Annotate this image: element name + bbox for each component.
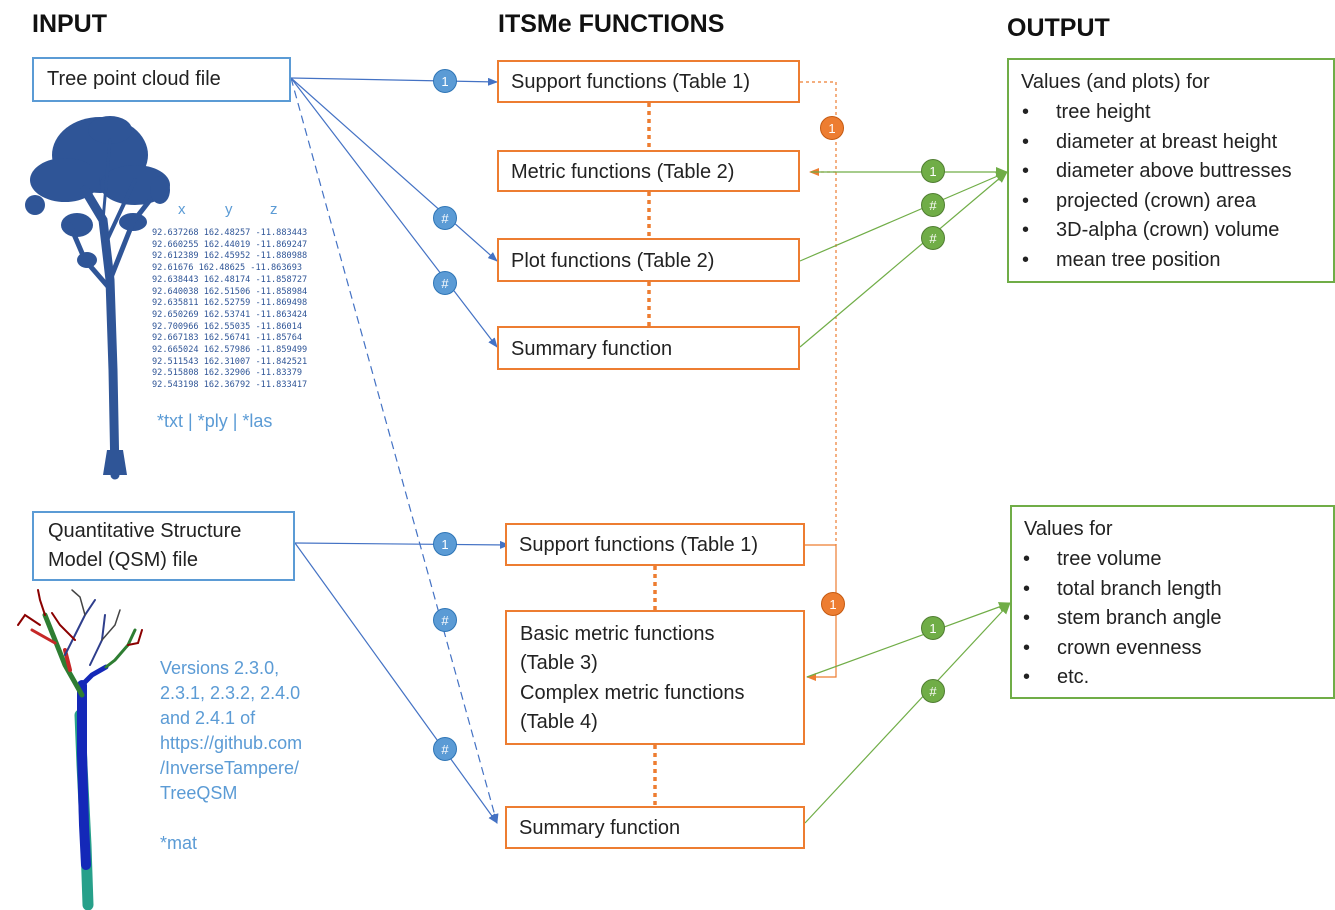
support-functions-box-top: Support functions (Table 1) xyxy=(497,60,800,103)
arrow-pc-summary xyxy=(290,77,498,348)
point-cloud-input-box: Tree point cloud file xyxy=(32,57,291,102)
qsm-input-box: Quantitative Structure Model (QSM) file xyxy=(32,511,295,581)
qsm-versions-line: https://github.com xyxy=(160,733,303,753)
output-item: mean tree position xyxy=(1018,246,1292,276)
coordinate-row: 92.665024 162.57986 -11.859499 xyxy=(152,345,308,356)
functions-header: ITSMe FUNCTIONS xyxy=(498,10,725,38)
basic-complex-metric-box: Basic metric functions (Table 3) Complex… xyxy=(505,610,805,745)
output-list: tree volume total branch length stem bra… xyxy=(1019,545,1222,693)
plot-functions-label: Plot functions (Table 2) xyxy=(511,250,715,272)
summary-function-box-bottom: Summary function xyxy=(505,806,805,849)
badge-one: 1 xyxy=(921,616,945,640)
badge-hash: # xyxy=(433,608,457,632)
point-cloud-formats: *txt | *ply | *las xyxy=(157,411,273,431)
coordinate-row: 92.638443 162.48174 -11.858727 xyxy=(152,274,308,285)
plot-functions-box: Plot functions (Table 2) xyxy=(497,238,800,282)
qsm-versions-line: and 2.4.1 of xyxy=(160,708,256,728)
output-title: Values (and plots) for xyxy=(1021,71,1210,93)
support-functions-label: Support functions (Table 1) xyxy=(519,534,759,556)
coordinate-row: 92.511543 162.31007 -11.842521 xyxy=(152,356,308,367)
qsm-versions-line: /InverseTampere/ xyxy=(160,758,300,778)
badge-one: 1 xyxy=(821,592,845,616)
arrow-pc-plot xyxy=(290,77,498,262)
basic-metric-label-line1: Basic metric functions xyxy=(520,623,715,645)
qsm-versions-line: TreeQSM xyxy=(160,783,238,803)
output-item: tree height xyxy=(1018,98,1292,128)
output-item: projected (crown) area xyxy=(1018,187,1292,217)
output-list: tree height diameter at breast height di… xyxy=(1018,98,1292,275)
input-header: INPUT xyxy=(32,10,107,38)
column-y-label: y xyxy=(225,201,233,218)
coordinate-row: 92.61676 162.48625 -11.863693 xyxy=(152,263,303,274)
column-x-label: x xyxy=(178,201,186,218)
coordinate-row: 92.667183 162.56741 -11.85764 xyxy=(152,333,303,344)
badge-one: 1 xyxy=(921,159,945,183)
basic-metric-label-line2: (Table 3) xyxy=(520,652,598,674)
qsm-input-label-line1: Quantitative Structure xyxy=(48,520,242,542)
point-cloud-input-label: Tree point cloud file xyxy=(47,68,221,90)
arrow-qsm-summary xyxy=(294,542,498,824)
badge-hash: # xyxy=(433,271,457,295)
badge-hash: # xyxy=(921,226,945,250)
output-item: 3D-alpha (crown) volume xyxy=(1018,216,1292,246)
output-item: total branch length xyxy=(1019,575,1222,605)
coordinate-row: 92.640038 162.51506 -11.858984 xyxy=(152,286,308,297)
coordinate-row: 92.635811 162.52759 -11.869498 xyxy=(152,298,308,309)
coordinate-row: 92.660255 162.44019 -11.869247 xyxy=(152,239,308,250)
coordinate-row: 92.515808 162.32906 -11.83379 xyxy=(152,368,303,379)
summary-function-label: Summary function xyxy=(519,817,681,839)
complex-metric-label-line2: (Table 4) xyxy=(520,711,598,733)
qsm-format: *mat xyxy=(160,833,198,853)
output-item: tree volume xyxy=(1019,545,1222,575)
badge-hash: # xyxy=(921,193,945,217)
qsm-versions-line xyxy=(160,806,302,831)
qsm-versions-text: Versions 2.3.0, 2.3.1, 2.3.2, 2.4.0 and … xyxy=(160,656,302,856)
badge-hash: # xyxy=(433,206,457,230)
metric-functions-label: Metric functions (Table 2) xyxy=(511,161,735,183)
output-item: etc. xyxy=(1019,663,1222,693)
output-item: stem branch angle xyxy=(1019,604,1222,634)
output-box-top: Values (and plots) for tree height diame… xyxy=(1007,58,1335,283)
coordinate-row: 92.650269 162.53741 -11.863424 xyxy=(152,309,308,320)
metric-functions-box: Metric functions (Table 2) xyxy=(497,150,800,192)
badge-one: 1 xyxy=(820,116,844,140)
output-box-bottom: Values for tree volume total branch leng… xyxy=(1010,505,1335,699)
arrow-pc-support xyxy=(290,77,498,86)
support-functions-label: Support functions (Table 1) xyxy=(511,71,751,93)
badge-one: 1 xyxy=(433,532,457,556)
summary-function-label: Summary function xyxy=(511,338,673,360)
coordinate-row: 92.637268 162.48257 -11.883443 xyxy=(152,228,308,238)
badge-one: 1 xyxy=(433,69,457,93)
qsm-input-label-line2: Model (QSM) file xyxy=(48,549,199,571)
output-header: OUTPUT xyxy=(1007,14,1110,42)
coordinate-row: 92.700966 162.55035 -11.86014 xyxy=(152,321,303,332)
arrow-qsm-support xyxy=(294,540,510,549)
point-cloud-tree-image xyxy=(25,116,170,480)
qsm-versions-line: 2.3.1, 2.3.2, 2.4.0 xyxy=(160,683,301,703)
column-z-label: z xyxy=(270,201,278,218)
output-item: diameter above buttresses xyxy=(1018,157,1292,187)
coordinate-row: 92.612389 162.45952 -11.880988 xyxy=(152,251,308,262)
summary-function-box-top: Summary function xyxy=(497,326,800,370)
output-item: crown evenness xyxy=(1019,634,1222,664)
output-item: diameter at breast height xyxy=(1018,128,1292,158)
coordinate-row: 92.543198 162.36792 -11.833417 xyxy=(152,380,308,391)
support-functions-box-bottom: Support functions (Table 1) xyxy=(505,523,805,566)
coordinate-sample: 92.637268 162.48257 -11.883443 92.660255… xyxy=(152,228,307,392)
qsm-tree-image xyxy=(17,589,143,910)
arrow-pc-qsm-summary xyxy=(290,77,499,824)
badge-hash: # xyxy=(433,737,457,761)
badge-hash: # xyxy=(921,679,945,703)
qsm-versions-line: Versions 2.3.0, xyxy=(160,658,280,678)
complex-metric-label-line1: Complex metric functions xyxy=(520,682,745,704)
output-title: Values for xyxy=(1024,518,1113,540)
